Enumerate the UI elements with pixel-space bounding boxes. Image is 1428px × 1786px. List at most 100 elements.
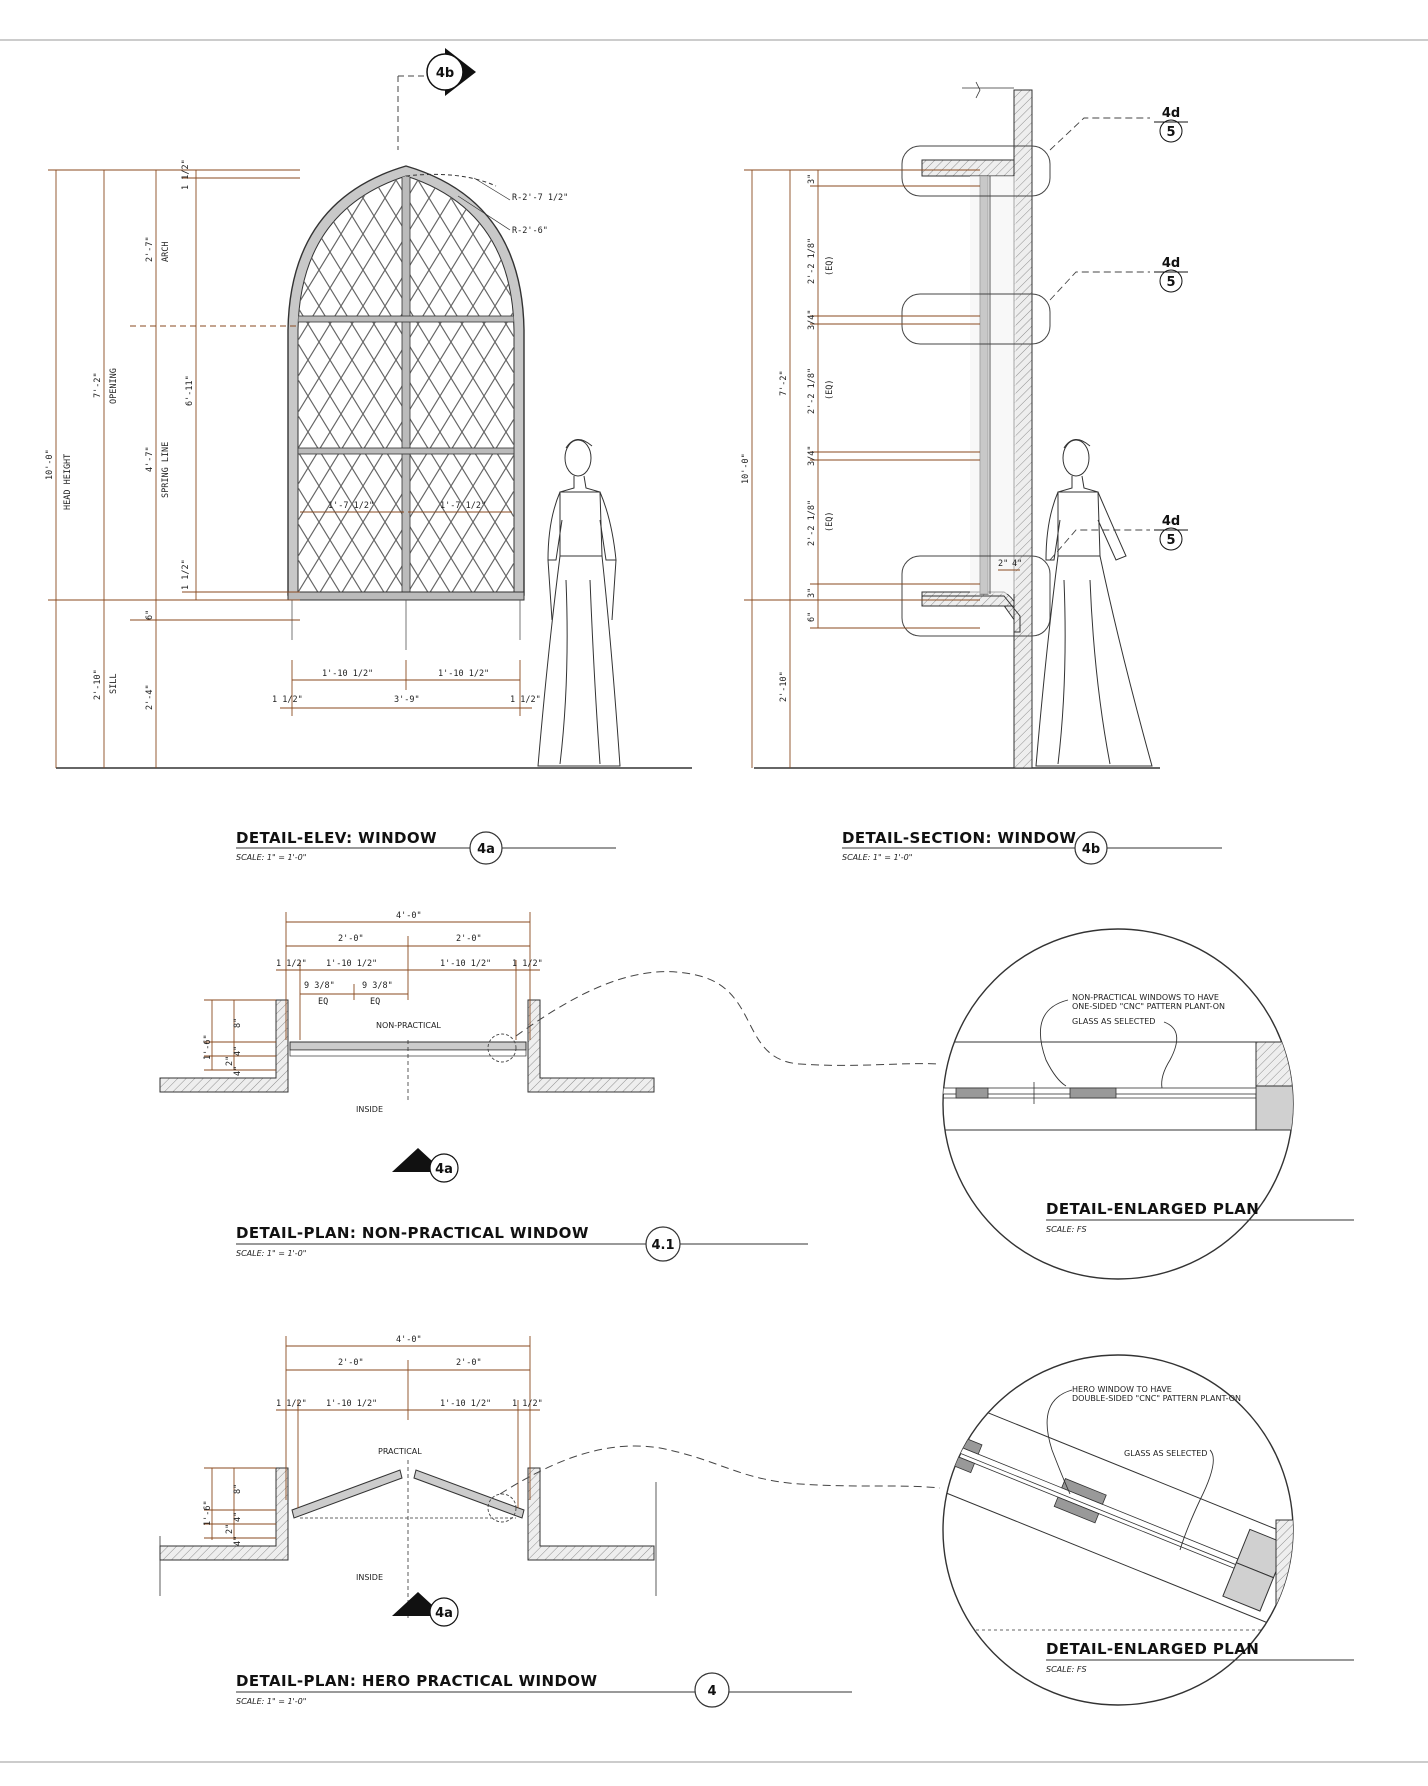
- scale-figure: [537, 439, 621, 767]
- section-dim-3-top: 3": [807, 174, 817, 184]
- elevation-tag[interactable]: 4a: [469, 831, 503, 865]
- section-dim-3-bot: 3": [807, 588, 817, 598]
- section-dim-gap1: 3/4": [807, 310, 817, 330]
- plan-np-edge-right: 1 1/2": [512, 959, 543, 969]
- dim-overall-width: 3'-9": [394, 695, 420, 705]
- plan-hero-overall: 4'-0": [396, 1335, 422, 1345]
- section-tag-label: 4b: [1082, 842, 1100, 857]
- plan-np-marker-label: 4a: [435, 1162, 453, 1177]
- dim-head-height: 10'-0": [45, 449, 55, 480]
- section-callout-3[interactable]: 4d 5: [1154, 514, 1188, 551]
- section-dim-seg2: 2'-2 1/8": [807, 368, 817, 414]
- elevation-scale: SCALE: 1" = 1'-0": [236, 853, 306, 862]
- section-callout-1[interactable]: 4d 5: [1154, 106, 1188, 143]
- section-dim-opening: 7'-2": [779, 370, 789, 396]
- dim-mullion-right: 1'-7 1/2": [440, 501, 486, 511]
- enlarged-2-note-3: GLASS AS SELECTED: [1124, 1449, 1207, 1458]
- section-dim-seg3: 2'-2 1/8": [807, 500, 817, 546]
- section-marker-label: 4b: [436, 66, 454, 81]
- plan-hero-label: PRACTICAL: [378, 1447, 422, 1456]
- dim-opening: 7'-2": [93, 372, 103, 398]
- elevation-title: DETAIL-ELEV: WINDOW: [236, 829, 437, 847]
- plan-non-practical: NON-PRACTICAL INSIDE 4'-0" 2'-0" 2'-0" 1…: [159, 911, 941, 1262]
- section-scale: SCALE: 1" = 1'-0": [842, 853, 912, 862]
- dim-leaf-left: 1'-10 1/2": [322, 669, 373, 679]
- plan-hero-inside: INSIDE: [356, 1573, 383, 1582]
- plan-hero: PRACTICAL INSIDE 4'-0" 2'-0" 2'-0" 1 1/2…: [159, 1335, 941, 1708]
- plan-hero-marker-label: 4a: [435, 1606, 453, 1621]
- radius-outer-label: R-2'-7 1/2": [512, 193, 568, 203]
- plan-np-sub-left: 9 3/8": [304, 981, 335, 991]
- plan-np-marker[interactable]: 4a: [392, 1148, 459, 1183]
- plan-np-leaf-right: 1'-10 1/2": [440, 959, 491, 969]
- plan-np-overall: 4'-0": [396, 911, 422, 921]
- dim-opening-label: OPENING: [109, 368, 119, 404]
- radius-inner-label: R-2'-6": [512, 226, 548, 236]
- dim-top-offset: 1 1/2": [181, 159, 191, 190]
- plan-np-d8: 8": [233, 1018, 243, 1028]
- plan-hero-scale: SCALE: 1" = 1'-0": [236, 1697, 306, 1706]
- plan-np-title: DETAIL-PLAN: NON-PRACTICAL WINDOW: [236, 1224, 589, 1242]
- callout-1-bottom: 5: [1166, 125, 1175, 140]
- dim-leaf-right: 1'-10 1/2": [438, 669, 489, 679]
- plan-np-d2: 2": [225, 1056, 235, 1066]
- dim-edge-left: 1 1/2": [272, 695, 303, 705]
- dim-spring: 4'-7": [145, 446, 155, 472]
- dim-edge-right: 1 1/2": [510, 695, 541, 705]
- plan-np-scale: SCALE: 1" = 1'-0": [236, 1249, 306, 1258]
- plan-hero-leaf-left: 1'-10 1/2": [326, 1399, 377, 1409]
- section-scale-figure: [1035, 439, 1153, 767]
- section-dim-height: 10'-0": [741, 453, 751, 484]
- dim-bot-offset: 1 1/2": [181, 559, 191, 590]
- plan-hero-title: DETAIL-PLAN: HERO PRACTICAL WINDOW: [236, 1672, 597, 1690]
- section-dim-eq3: (EQ): [825, 512, 835, 532]
- plan-hero-edge-left: 1 1/2": [276, 1399, 307, 1409]
- plan-np-label: NON-PRACTICAL: [376, 1021, 441, 1030]
- section-tag[interactable]: 4b: [1074, 831, 1108, 865]
- plan-hero-half-right: 2'-0": [456, 1358, 482, 1368]
- plan-np-inside: INSIDE: [356, 1105, 383, 1114]
- plan-np-sub-right: 9 3/8": [362, 981, 393, 991]
- section-callout-2[interactable]: 4d 5: [1154, 256, 1188, 293]
- enlarged-plan-1: NON-PRACTICAL WINDOWS TO HAVE ONE-SIDED …: [942, 928, 1354, 1280]
- dim-sill: 2'-10": [93, 669, 103, 700]
- plan-np-eq-left: EQ: [318, 997, 328, 1007]
- enlarged-1-note-2: ONE-SIDED "CNC" PATTERN PLANT-ON: [1072, 1002, 1225, 1011]
- plan-hero-d2: 2": [225, 1524, 235, 1534]
- plan-np-half-right: 2'-0": [456, 934, 482, 944]
- enlarged-2-title: DETAIL-ENLARGED PLAN: [1046, 1640, 1259, 1658]
- dim-sill-label: SILL: [109, 674, 119, 694]
- elevation-drawing: 4b R-2'-7 1/2" R-2'-6": [45, 48, 692, 865]
- plan-hero-tag[interactable]: 4: [694, 1672, 730, 1708]
- callout-1-top: 4d: [1162, 106, 1180, 121]
- plan-hero-depth: 1'-6": [203, 1500, 213, 1526]
- dim-sill-low: 2'-4": [145, 684, 155, 710]
- enlarged-1-title: DETAIL-ENLARGED PLAN: [1046, 1200, 1259, 1218]
- plan-np-half-left: 2'-0": [338, 934, 364, 944]
- plan-hero-marker[interactable]: 4a: [392, 1592, 459, 1627]
- dim-spring-label: SPRING LINE: [161, 442, 171, 498]
- section-dim-sill: 2'-10": [779, 671, 789, 702]
- plan-hero-tag-label: 4: [707, 1684, 716, 1699]
- plan-np-tag-label: 4.1: [651, 1238, 674, 1253]
- plan-np-eq-right: EQ: [370, 997, 380, 1007]
- enlarged-1-scale: SCALE: FS: [1046, 1225, 1087, 1234]
- dim-arch: 2'-7": [145, 236, 155, 262]
- plan-hero-half-left: 2'-0": [338, 1358, 364, 1368]
- section-dim-eq2: (EQ): [825, 380, 835, 400]
- plan-hero-d4: 4": [233, 1512, 243, 1522]
- plan-np-tag[interactable]: 4.1: [645, 1226, 681, 1262]
- section-dim-gap2: 3/4": [807, 446, 817, 466]
- enlarged-2-scale: SCALE: FS: [1046, 1665, 1087, 1674]
- elevation-tag-label: 4a: [477, 842, 495, 857]
- plan-np-d4: 4": [233, 1046, 243, 1056]
- dim-mullion-left: 1'-7 1/2": [328, 501, 374, 511]
- plan-hero-d4b: 4": [233, 1536, 243, 1546]
- enlarged-plan-2: HERO WINDOW TO HAVE DOUBLE-SIDED "CNC" P…: [942, 1354, 1354, 1706]
- dim-arch-label: ARCH: [161, 242, 171, 262]
- section-marker-4b[interactable]: 4b: [426, 48, 476, 96]
- section-title: DETAIL-SECTION: WINDOW: [842, 829, 1076, 847]
- section-dim-two: 2": [998, 559, 1008, 569]
- section-dim-eq1: (EQ): [825, 256, 835, 276]
- plan-hero-d8: 8": [233, 1484, 243, 1494]
